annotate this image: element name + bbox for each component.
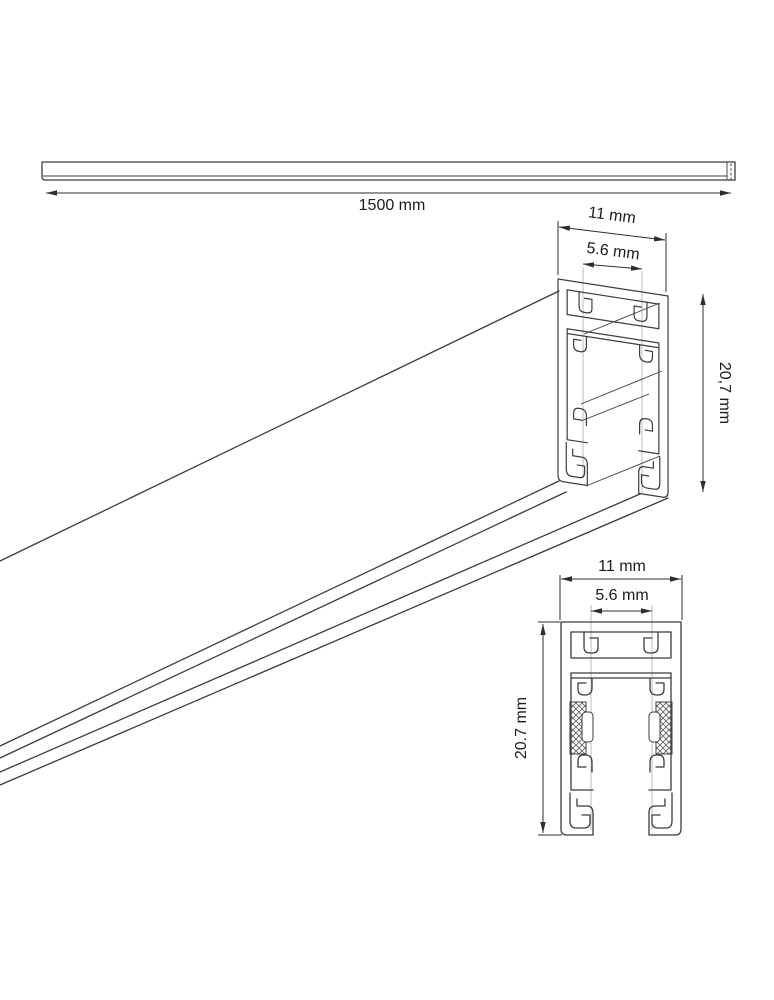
length-label: 1500 mm (359, 197, 426, 214)
width-extension-lines-front (559, 575, 683, 620)
extrusion-bottom-edge-3 (0, 493, 641, 773)
conductor-contact-left (581, 711, 594, 743)
rail-side-view (41, 161, 736, 181)
profile-linework-perspective (557, 278, 669, 499)
interior-depth-lines (580, 302, 663, 487)
height-label-front: 20.7 mm (513, 697, 530, 759)
width-extension-lines-top (557, 221, 667, 292)
rail-body-outline (41, 161, 736, 181)
extrusion-bottom-edge-1 (0, 480, 560, 747)
width-label-front: 11 mm (598, 558, 646, 575)
length-dimension: 1500 mm (46, 190, 731, 214)
conductor-contact-right (648, 711, 661, 743)
construction-lines-top (582, 267, 643, 494)
rail-perspective-view (0, 290, 669, 786)
slot-label-front: 5.6 mm (595, 587, 648, 604)
extrusion-bottom-edge-4 (0, 497, 669, 786)
cross-section-front: 11 mm 5.6 mm 20.7 mm (513, 558, 683, 836)
slot-dimension-line-top (582, 262, 643, 271)
construction-lines-front (590, 605, 653, 830)
extrusion-bottom-edge-2 (0, 491, 567, 759)
extrusion-top-edge (0, 290, 560, 562)
height-label-top: 20,7 mm (716, 362, 733, 424)
width-label-top: 11 mm (587, 204, 636, 227)
height-extension-lines-front (538, 621, 562, 836)
cross-section-perspective: 11 mm 5.6 mm 20,7 mm (557, 204, 733, 499)
width-dimension-line-top (558, 225, 666, 242)
slot-label-top: 5.6 mm (585, 240, 640, 264)
